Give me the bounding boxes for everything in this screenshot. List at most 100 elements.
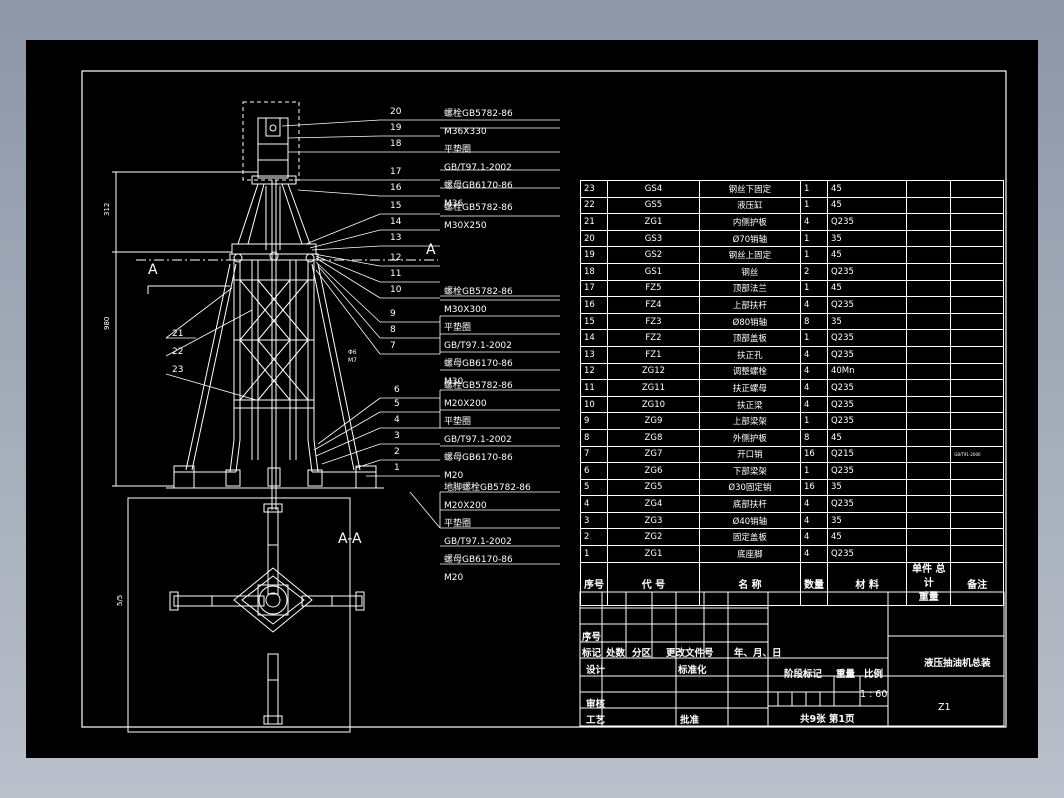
- table-cell: [906, 462, 952, 480]
- table-cell: 7: [580, 445, 608, 464]
- bolt-note-line: M36X330: [444, 127, 487, 137]
- table-cell: [906, 246, 952, 264]
- table-cell: Q235: [826, 345, 908, 364]
- top-pin-hole: [269, 124, 277, 132]
- table-cell: [950, 362, 1004, 381]
- table-cell: 钢丝: [698, 262, 801, 281]
- bolt-note-line: 螺母GB6170-86: [444, 180, 513, 191]
- table-cell: [950, 296, 1004, 314]
- table-cell: [950, 262, 1004, 281]
- table-cell: 开口销: [698, 445, 801, 464]
- table-cell: 上部梁架: [698, 412, 801, 430]
- tb-count-label: 处数: [606, 648, 626, 659]
- table-cell: Q235: [826, 395, 908, 414]
- tb-approve-label: 批准: [680, 715, 700, 726]
- callout-number: 14: [390, 217, 402, 227]
- table-cell: 8: [580, 428, 608, 447]
- tb-sheet-count: 共9张 第1页: [800, 714, 855, 725]
- table-cell: [950, 329, 1004, 347]
- table-cell: [950, 180, 1004, 198]
- callout-number: 12: [390, 253, 401, 263]
- bolt-note-line: M20: [444, 471, 463, 481]
- top-cap-outline: [242, 101, 300, 181]
- callout-number: 10: [390, 285, 402, 295]
- callout-number: 23: [172, 365, 183, 375]
- bolt-note-line: 螺栓GB5782-86: [444, 285, 513, 297]
- table-cell: 6: [580, 462, 608, 480]
- bolt-note-line: 螺栓GB5782-86: [444, 379, 513, 391]
- callout-number: 18: [390, 139, 402, 149]
- leader-lines: [165, 119, 560, 565]
- table-cell: ZG1: [607, 213, 700, 231]
- bolt-note-line: GB/T97.1-2002: [444, 163, 512, 173]
- header-material: 材 料: [826, 561, 908, 606]
- table-cell: 4: [799, 545, 828, 563]
- table-cell: [906, 279, 952, 298]
- bolt-note-line: M20X200: [444, 399, 487, 409]
- table-cell: 扶正螺母: [698, 379, 801, 397]
- bolt-note-line: 平垫圈: [444, 321, 471, 333]
- bolt-note-line: M20X200: [444, 501, 487, 511]
- bolt-note-line: M20: [444, 573, 463, 583]
- callout-number: 9: [390, 309, 396, 319]
- table-cell: 1: [799, 229, 828, 248]
- table-cell: 23: [580, 180, 608, 198]
- section-marker-left: A: [148, 262, 158, 278]
- table-cell: 4: [799, 362, 828, 381]
- tb-index-label: 序号: [582, 632, 602, 643]
- dimension-plan: 5/5: [116, 595, 124, 606]
- callout-number: 6: [394, 385, 400, 395]
- slope-label-top: Φ6: [348, 349, 357, 356]
- table-cell: 9: [580, 412, 608, 430]
- table-cell: 4: [799, 495, 828, 513]
- callout-number: 4: [394, 415, 400, 425]
- parts-list-header-row: 序号 代 号 名 称 数量 材 料 单件 总计 重量 备注: [580, 561, 1004, 606]
- bolt-note-line: 螺母GB6170-86: [444, 358, 513, 369]
- header-index: 序号: [580, 561, 608, 606]
- table-cell: FZ3: [607, 312, 700, 331]
- table-cell: [906, 345, 952, 364]
- table-cell: 4: [799, 345, 828, 364]
- table-cell: 8: [799, 312, 828, 331]
- bolt-note-line: 地脚螺栓GB5782-86: [444, 481, 531, 493]
- table-cell: Q235: [826, 412, 908, 430]
- header-quantity: 数量: [799, 561, 828, 606]
- table-cell: ZG11: [607, 379, 700, 397]
- table-cell: 13: [580, 345, 608, 364]
- table-cell: Q235: [826, 329, 908, 347]
- bolt-note-line: M30X300: [444, 305, 487, 315]
- bolt-note-line: M30X250: [444, 221, 487, 231]
- table-cell: ZG7: [607, 445, 700, 464]
- callout-number: 21: [172, 329, 183, 339]
- table-cell: 2: [580, 528, 608, 547]
- callout-number: 2: [394, 447, 400, 457]
- table-cell: 45: [826, 428, 908, 447]
- table-cell: [906, 412, 952, 430]
- callout-number: 3: [394, 431, 400, 441]
- table-cell: [950, 279, 1004, 298]
- table-cell: Q215: [826, 445, 908, 464]
- table-cell: [950, 428, 1004, 447]
- bolt-note-line: 平垫圈: [444, 517, 471, 529]
- table-cell: 35: [826, 312, 908, 331]
- table-cell: 底座脚: [698, 545, 801, 563]
- table-cell: [950, 312, 1004, 331]
- table-cell: 35: [826, 511, 908, 530]
- table-cell: 40Mn: [826, 362, 908, 381]
- table-cell: 下部梁架: [698, 462, 801, 480]
- table-cell: 4: [799, 379, 828, 397]
- tb-standardize-label: 标准化: [678, 665, 707, 676]
- table-cell: 1: [799, 462, 828, 480]
- table-cell: 1: [799, 412, 828, 430]
- bolt-note-line: 螺栓GB5782-86: [444, 201, 513, 213]
